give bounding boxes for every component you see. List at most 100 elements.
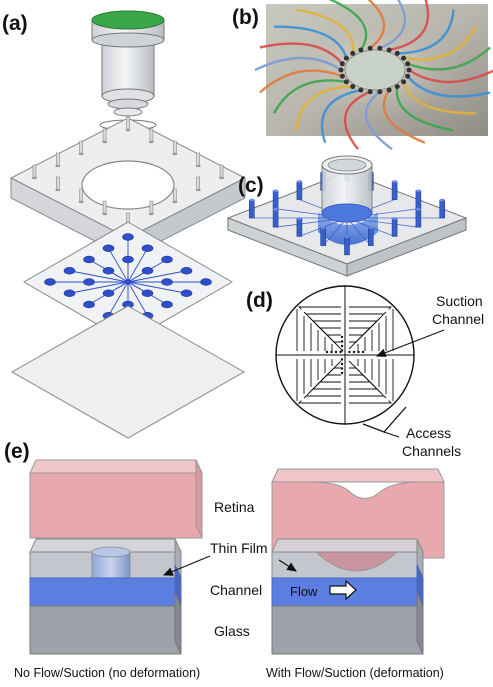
tube-connector bbox=[405, 61, 411, 67]
suction-hole bbox=[340, 349, 344, 352]
chamber-pin-hole bbox=[78, 200, 84, 204]
tube-connector bbox=[406, 67, 412, 73]
tube bbox=[397, 9, 455, 55]
chamber-pin-hole bbox=[195, 164, 201, 168]
electrode-pad bbox=[161, 255, 173, 264]
chamber-pin bbox=[79, 140, 83, 155]
tube-connector bbox=[339, 73, 345, 79]
channel-line bbox=[306, 388, 341, 396]
assembled-pin bbox=[296, 218, 303, 237]
thin-film-arrow-right bbox=[278, 559, 297, 572]
tube bbox=[367, 0, 386, 50]
tube-connector bbox=[350, 50, 356, 56]
electrode-pad bbox=[141, 267, 154, 275]
assembled-pin-top bbox=[273, 189, 279, 193]
tube-connector bbox=[394, 50, 400, 56]
assembled-pin bbox=[249, 199, 255, 219]
suction-hole bbox=[361, 350, 365, 354]
electrode-array-layer bbox=[22, 221, 234, 343]
tube bbox=[408, 68, 493, 84]
tube-connector bbox=[401, 55, 407, 61]
chamber-pin bbox=[196, 152, 200, 167]
tube-connector bbox=[358, 47, 364, 53]
electrode-pad bbox=[161, 300, 173, 309]
assembled-trace bbox=[346, 217, 372, 246]
suction-label-line2: Channel bbox=[432, 311, 484, 327]
chamber-pin bbox=[55, 176, 60, 191]
label-glass: Glass bbox=[214, 623, 250, 639]
channel-line bbox=[349, 314, 384, 322]
suction-hole bbox=[339, 350, 342, 354]
objective-lens bbox=[91, 10, 165, 117]
panel-c-label: (c) bbox=[238, 174, 264, 197]
assembled-pin-top bbox=[296, 217, 302, 220]
tube-connector bbox=[367, 45, 373, 51]
assembled-pin bbox=[415, 190, 422, 210]
access-label-line2: Channels bbox=[402, 443, 461, 459]
suction-hole bbox=[352, 350, 356, 354]
electrode-pad bbox=[102, 244, 115, 252]
suction-hole bbox=[340, 335, 344, 339]
lens-green-top bbox=[91, 10, 165, 30]
assembled-trace bbox=[322, 217, 348, 246]
perfusion-chamber-layer bbox=[9, 116, 247, 259]
chamber-pin bbox=[173, 140, 177, 155]
channel-line bbox=[303, 311, 341, 315]
assembled-pin bbox=[391, 218, 398, 237]
chamber-pin-hole bbox=[195, 188, 201, 192]
tube bbox=[379, 0, 407, 50]
channel-line bbox=[349, 400, 393, 404]
electrode-pad bbox=[180, 267, 193, 275]
tube-connector bbox=[350, 84, 356, 90]
suction-hole bbox=[348, 350, 351, 354]
tube bbox=[272, 79, 347, 114]
assembled-pin-top bbox=[344, 235, 350, 239]
suction-hole bbox=[334, 350, 338, 354]
assembled-pin-top bbox=[415, 207, 421, 211]
glass-substrate bbox=[10, 305, 246, 439]
caption-with-flow: With Flow/Suction (deformation) bbox=[266, 666, 444, 680]
channel-line bbox=[349, 388, 384, 396]
assembled-pin bbox=[344, 236, 350, 256]
chamber-pin bbox=[196, 176, 200, 191]
chamber-pin-hole bbox=[102, 140, 108, 144]
chamber-pin bbox=[102, 200, 107, 215]
tube bbox=[406, 75, 491, 98]
chamber-pin-hole bbox=[31, 176, 37, 180]
tube-connector bbox=[367, 89, 373, 95]
thin-film-arrow-left bbox=[162, 555, 211, 576]
suction-hole bbox=[340, 371, 344, 375]
chamber-pin-hole bbox=[172, 152, 178, 156]
tube bbox=[382, 89, 426, 144]
suction-arrow bbox=[375, 329, 445, 357]
label-thin-film: Thin Film bbox=[210, 540, 268, 556]
electrode-pad bbox=[44, 278, 56, 286]
chamber-pin-hole bbox=[172, 200, 178, 204]
label-flow: Flow bbox=[290, 584, 318, 599]
array-center bbox=[125, 279, 131, 285]
access-label-line1: Access bbox=[406, 425, 451, 441]
chamber-pin-hole bbox=[148, 140, 154, 144]
cross-section-right bbox=[271, 468, 445, 655]
suction-hole bbox=[340, 367, 344, 370]
tube bbox=[254, 56, 342, 72]
tube bbox=[403, 26, 478, 61]
assembled-pin bbox=[439, 199, 446, 219]
chamber-pin bbox=[32, 164, 37, 179]
label-channel: Channel bbox=[210, 582, 262, 598]
suction-holes bbox=[325, 335, 365, 375]
panel-b-label: (b) bbox=[232, 6, 259, 29]
electrode-trace bbox=[127, 281, 148, 316]
chamber-pin bbox=[219, 164, 224, 179]
suction-hole bbox=[340, 362, 344, 366]
channel-line bbox=[349, 311, 387, 315]
assembled-pin-top bbox=[368, 226, 374, 229]
panel-a-label: (a) bbox=[2, 12, 28, 35]
tube-connector bbox=[401, 79, 407, 85]
electrode-pad bbox=[102, 267, 115, 275]
tube bbox=[402, 81, 476, 115]
electrode-pad bbox=[122, 233, 134, 241]
electrode-trace bbox=[127, 270, 187, 283]
assembled-pin bbox=[391, 181, 398, 200]
electrode-trace bbox=[108, 248, 129, 283]
